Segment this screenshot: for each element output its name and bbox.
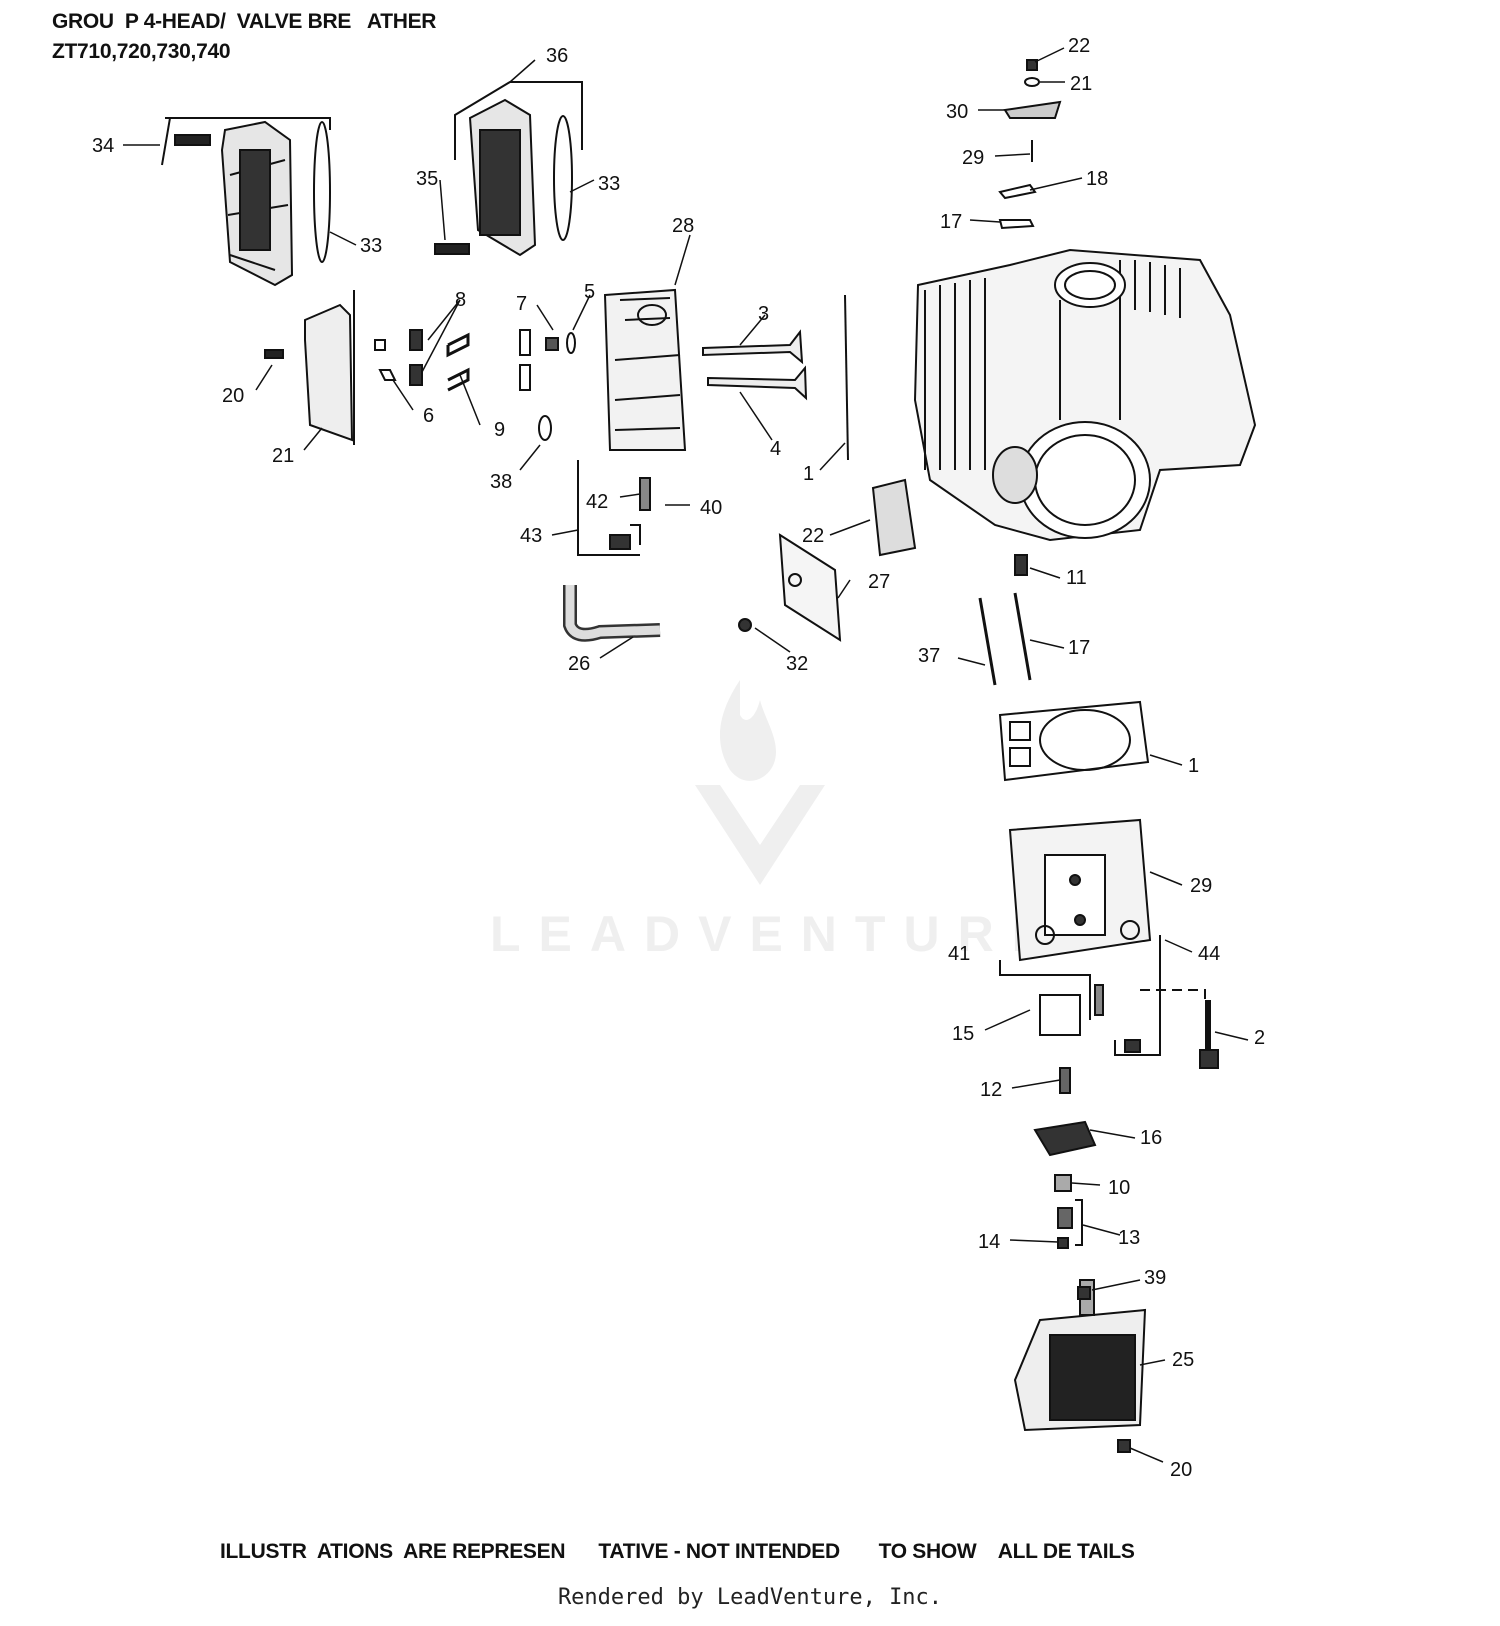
disclaimer-text: ILLUSTR ATIONS ARE REPRESEN TATIVE - NOT… bbox=[220, 1540, 1135, 1563]
part-29-head bbox=[999, 818, 1219, 1069]
callout-8: 8 bbox=[455, 289, 466, 311]
callout-38: 38 bbox=[490, 471, 512, 493]
callout-24: 22 bbox=[1068, 35, 1090, 57]
callout-33b: 33 bbox=[360, 235, 382, 257]
callout-43: 43 bbox=[520, 525, 542, 547]
callout-26: 26 bbox=[568, 653, 590, 675]
callout-5: 5 bbox=[584, 281, 595, 303]
callout-16: 16 bbox=[1140, 1127, 1162, 1149]
callout-13: 13 bbox=[1118, 1227, 1140, 1249]
callout-12: 12 bbox=[980, 1079, 1002, 1101]
callout-21: 21 bbox=[272, 445, 294, 467]
footer-rendered-by: Rendered by LeadVenture, Inc. bbox=[557, 1585, 943, 1610]
part-22-27-gasket bbox=[738, 478, 917, 642]
leader-lines bbox=[123, 47, 1249, 1463]
callout-4: 4 bbox=[770, 438, 781, 460]
flame-v-logo-icon bbox=[695, 680, 825, 885]
callout-3: 3 bbox=[758, 303, 769, 325]
callout-25: 25 bbox=[1172, 1349, 1194, 1371]
engine-block bbox=[913, 248, 1257, 542]
callout-41: 41 bbox=[948, 943, 970, 965]
callout-20b: 20 bbox=[1170, 1459, 1192, 1481]
callout-23: 21 bbox=[1070, 73, 1092, 95]
rocker-parts bbox=[1033, 1067, 1097, 1249]
pushrods bbox=[978, 554, 1032, 686]
callout-37: 37 bbox=[918, 645, 940, 667]
callout-19: 18 bbox=[1086, 168, 1108, 190]
callout-1b: 1 bbox=[1188, 755, 1199, 777]
callout-1a: 1 bbox=[803, 463, 814, 485]
callout-39: 39 bbox=[1144, 1267, 1166, 1289]
part-25-valve-cover bbox=[1013, 1279, 1147, 1453]
callout-33a: 33 bbox=[598, 173, 620, 195]
part-1-head-gasket bbox=[998, 700, 1150, 782]
callout-34: 34 bbox=[92, 135, 114, 157]
callout-20a: 20 bbox=[222, 385, 244, 407]
model-subtitle: ZT710,720,730,740 bbox=[52, 40, 231, 63]
callout-7: 7 bbox=[516, 293, 527, 315]
part-34-cover bbox=[161, 117, 331, 287]
callout-2: 2 bbox=[1254, 1027, 1265, 1049]
callout-35: 35 bbox=[416, 168, 438, 190]
callout-27: 27 bbox=[868, 571, 890, 593]
valve-parts-6-8-9 bbox=[374, 329, 576, 441]
callout-17: 17 bbox=[1068, 637, 1090, 659]
callout-14: 14 bbox=[978, 1231, 1000, 1253]
callout-29: 29 bbox=[1190, 875, 1212, 897]
callout-28: 28 bbox=[672, 215, 694, 237]
callout-30: 29 bbox=[962, 147, 984, 169]
callout-32: 32 bbox=[786, 653, 808, 675]
callout-9: 9 bbox=[494, 419, 505, 441]
callout-18: 17 bbox=[940, 211, 962, 233]
callout-40: 40 bbox=[700, 497, 722, 519]
callout-11: 11 bbox=[1066, 567, 1087, 589]
breather-parts bbox=[998, 59, 1062, 230]
part-3-4-valves bbox=[702, 294, 849, 461]
callout-36: 36 bbox=[546, 45, 568, 67]
part-21-cover bbox=[264, 290, 355, 445]
watermark-brand: LEADVENTURE bbox=[490, 906, 1064, 962]
part-26-hose bbox=[563, 585, 661, 642]
part-28-cylinder-head bbox=[577, 288, 687, 556]
callout-42: 42 bbox=[586, 491, 608, 513]
callout-44: 44 bbox=[1198, 943, 1220, 965]
part-36-cover bbox=[434, 81, 583, 257]
callout-10: 10 bbox=[1108, 1177, 1130, 1199]
callout-15: 15 bbox=[952, 1023, 974, 1045]
callout-6: 6 bbox=[423, 405, 434, 427]
page-title: GROU P 4-HEAD/ VALVE BRE ATHER bbox=[52, 10, 437, 33]
callout-labels: 22 21 30 29 18 17 36 34 35 33 33 28 5 7 … bbox=[92, 35, 1265, 1481]
callout-31: 30 bbox=[946, 101, 968, 123]
callout-22: 22 bbox=[802, 525, 824, 547]
